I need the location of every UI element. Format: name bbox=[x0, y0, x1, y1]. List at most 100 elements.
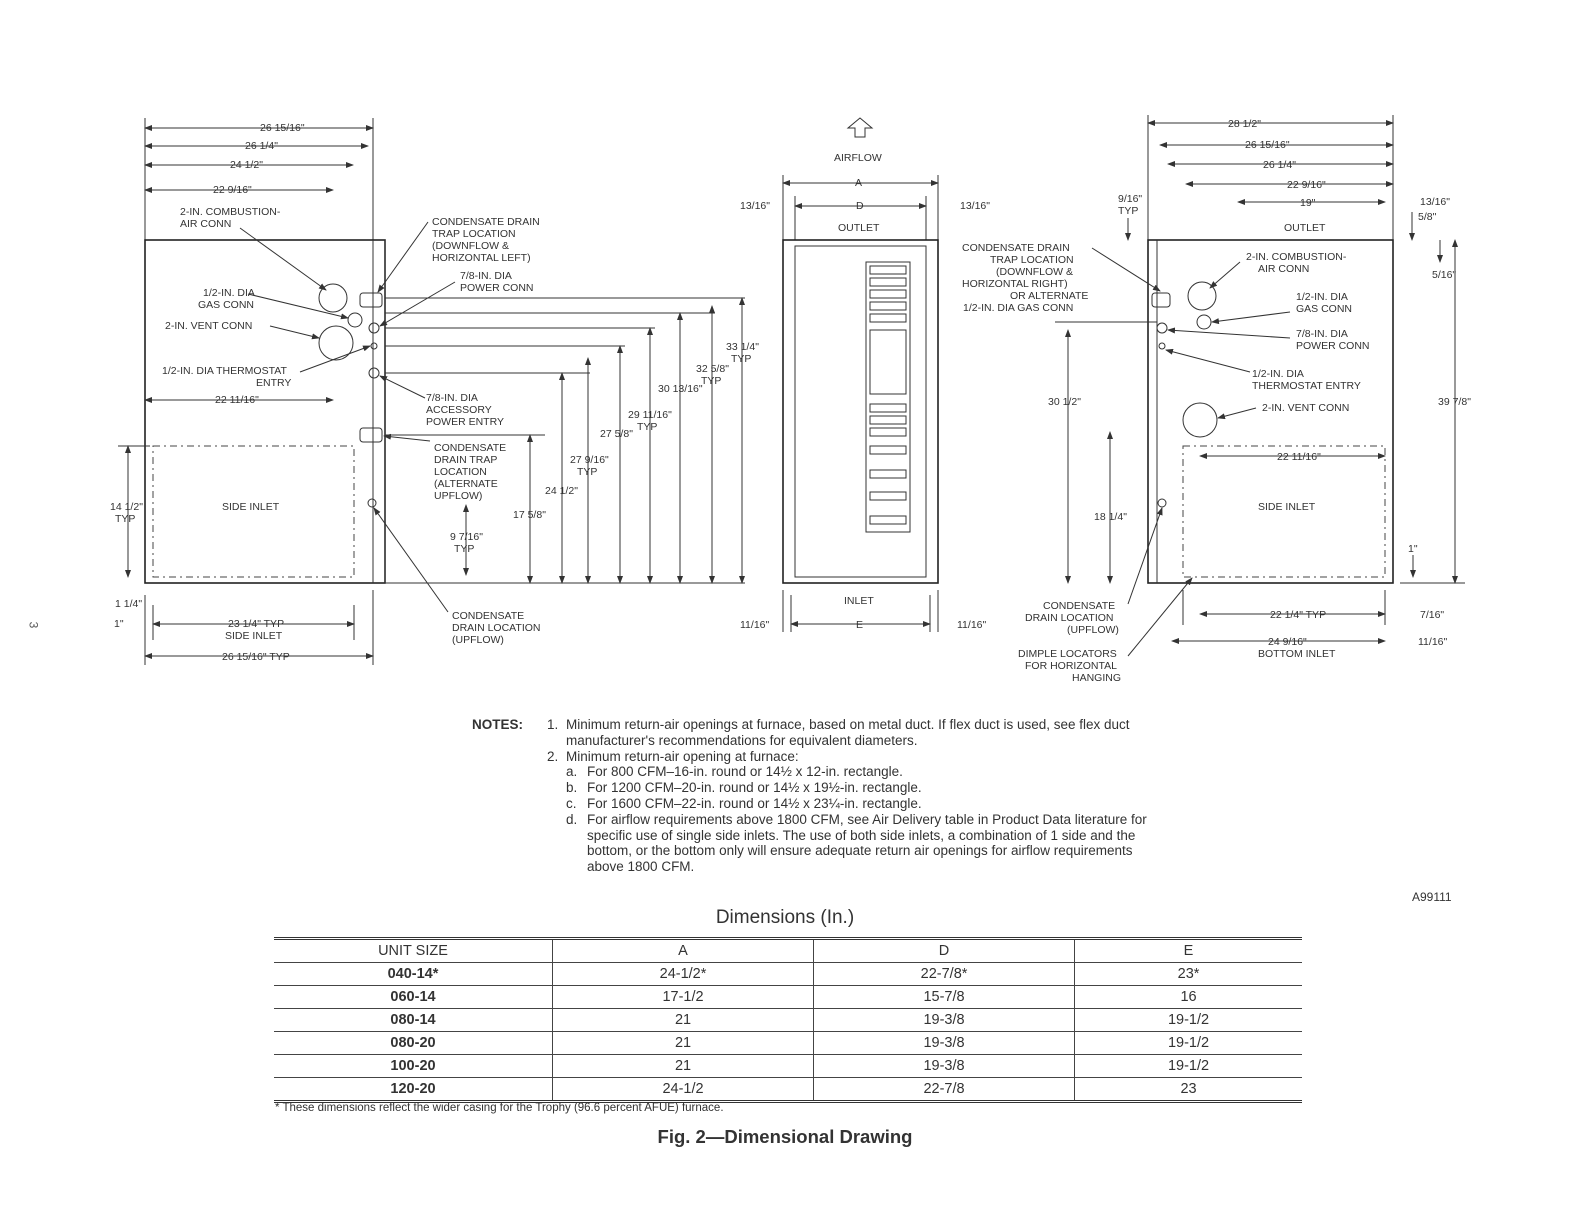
table-row: 060-14 17-1/2 15-7/8 16 bbox=[274, 985, 1302, 1009]
right-vent-label: 2-IN. VENT CONN bbox=[1262, 402, 1349, 414]
left-accessory-label-3: POWER ENTRY bbox=[426, 416, 504, 428]
left-dim-1: 1" bbox=[114, 618, 124, 630]
right-dimple-label-3: HANGING bbox=[1072, 672, 1121, 684]
right-thermostat-label-2: THERMOSTAT ENTRY bbox=[1252, 380, 1361, 392]
right-bottom-inlet-label: BOTTOM INLET bbox=[1258, 648, 1336, 660]
figure-caption: Fig. 2—Dimensional Drawing bbox=[657, 1126, 913, 1147]
left-trapalt-label-4: (ALTERNATE bbox=[434, 478, 498, 490]
cell-e: 23 bbox=[1074, 1077, 1302, 1103]
left-power-label-1: 7/8-IN. DIA bbox=[460, 270, 512, 282]
left-dim-1-1-4: 1 1/4" bbox=[115, 598, 142, 610]
right-trap-label-6: 1/2-IN. DIA GAS CONN bbox=[963, 302, 1073, 314]
right-dim-26-15-16: 26 15/16" bbox=[1245, 139, 1290, 151]
cell-unit-size: 040-14* bbox=[274, 962, 553, 986]
cell-e: 19-1/2 bbox=[1074, 1031, 1302, 1055]
left-height-27-5-8: 27 5/8" bbox=[600, 428, 633, 440]
right-dim-30-1-2: 30 1/2" bbox=[1048, 396, 1081, 408]
airflow-label: AIRFLOW bbox=[834, 152, 882, 164]
table-row: 120-20 24-1/2 22-7/8 23 bbox=[274, 1077, 1302, 1103]
right-dim-22-9-16: 22 9/16" bbox=[1287, 179, 1326, 191]
note-2b-text: For 1200 CFM–20-in. round or 14½ x 19½-i… bbox=[587, 780, 922, 796]
right-dim-39-7-8: 39 7/8" bbox=[1438, 396, 1471, 408]
left-height-30-13-16: 30 13/16" bbox=[658, 383, 703, 395]
cell-a: 21 bbox=[551, 1008, 814, 1032]
note-1-text: Minimum return-air openings at furnace, … bbox=[566, 717, 1130, 748]
cell-e: 16 bbox=[1074, 985, 1302, 1009]
notes-body: 1.Minimum return-air openings at furnace… bbox=[547, 717, 1167, 875]
note-2c-letter: c. bbox=[566, 795, 577, 811]
left-thermostat-label-1: 1/2-IN. DIA THERMOSTAT bbox=[162, 365, 287, 377]
right-dimple-label-2: FOR HORIZONTAL bbox=[1025, 660, 1117, 672]
right-trap-label-4: HORIZONTAL RIGHT) bbox=[962, 278, 1068, 290]
right-dim-7-16: 7/16" bbox=[1420, 609, 1444, 621]
note-2d-letter: d. bbox=[566, 811, 578, 827]
front-dim-e: E bbox=[856, 619, 863, 631]
dimensions-table: UNIT SIZE A D E 040-14* 24-1/2* 22-7/8* … bbox=[274, 937, 1302, 1103]
left-combustion-label-2: AIR CONN bbox=[180, 218, 231, 230]
front-margin-top-left: 13/16" bbox=[740, 200, 770, 212]
right-gas-label-1: 1/2-IN. DIA bbox=[1296, 291, 1348, 303]
front-margin-bottom-right: 11/16" bbox=[957, 619, 986, 631]
right-dim-22-1-4-typ: 22 1/4" TYP bbox=[1270, 609, 1326, 621]
dimensions-title: Dimensions (In.) bbox=[715, 907, 855, 928]
right-margin-5-8: 5/8" bbox=[1418, 211, 1437, 223]
front-view: AIRFLOW A D 13/16" 13/16" OUTLET bbox=[740, 117, 990, 632]
note-2-number: 2. bbox=[547, 748, 559, 764]
note-2: 2. Minimum return-air opening at furnace: bbox=[547, 749, 1167, 765]
right-dim-11-16: 11/16" bbox=[1418, 636, 1447, 648]
right-dim-18-1-4: 18 1/4" bbox=[1094, 511, 1127, 523]
dimensional-drawing: 26 15/16" 26 1/4" 24 1/2" 22 9/16" 2-IN.… bbox=[110, 115, 1471, 684]
cell-a: 24-1/2* bbox=[551, 962, 814, 986]
left-height-29-typ: TYP bbox=[637, 421, 657, 433]
left-drain-label-2: DRAIN LOCATION bbox=[452, 622, 540, 634]
left-side-inlet-width-label: SIDE INLET bbox=[225, 630, 283, 642]
note-2-text: Minimum return-air opening at furnace: bbox=[566, 748, 799, 764]
right-power-label-2: POWER CONN bbox=[1296, 340, 1370, 352]
right-margin-5-16: 5/16" bbox=[1432, 269, 1456, 281]
left-trapalt-label-1: CONDENSATE bbox=[434, 442, 506, 454]
cell-unit-size: 080-14 bbox=[274, 1008, 553, 1032]
page-number: 3 bbox=[26, 621, 41, 629]
table-row: 100-20 21 19-3/8 19-1/2 bbox=[274, 1054, 1302, 1078]
right-combustion-label-1: 2-IN. COMBUSTION- bbox=[1246, 251, 1347, 263]
left-power-label-2: POWER CONN bbox=[460, 282, 534, 294]
header-d: D bbox=[813, 937, 1075, 963]
left-drain-label-3: (UPFLOW) bbox=[452, 634, 504, 646]
right-outlet-label: OUTLET bbox=[1284, 222, 1326, 234]
left-height-17-5-8: 17 5/8" bbox=[513, 509, 546, 521]
cell-d: 22-7/8* bbox=[813, 962, 1075, 986]
left-vent-label: 2-IN. VENT CONN bbox=[165, 320, 252, 332]
cell-d: 15-7/8 bbox=[813, 985, 1075, 1009]
left-trapalt-label-3: LOCATION bbox=[434, 466, 487, 478]
left-height-14: 14 1/2" bbox=[110, 501, 143, 513]
left-gas-label-2: GAS CONN bbox=[198, 299, 254, 311]
left-dim-26-15-16: 26 15/16" bbox=[260, 122, 305, 134]
left-trap-label-1: CONDENSATE DRAIN bbox=[432, 216, 540, 228]
cell-e: 19-1/2 bbox=[1074, 1008, 1302, 1032]
table-row: 080-14 21 19-3/8 19-1/2 bbox=[274, 1008, 1302, 1032]
note-2d-text: For airflow requirements above 1800 CFM,… bbox=[587, 811, 1147, 875]
left-height-33-typ: TYP bbox=[731, 353, 751, 365]
right-typ-9-16-typ: TYP bbox=[1118, 205, 1138, 217]
note-1: 1.Minimum return-air openings at furnace… bbox=[547, 717, 1167, 749]
left-trapalt-label-5: UPFLOW) bbox=[434, 490, 482, 502]
right-dimple-label-1: DIMPLE LOCATORS bbox=[1018, 648, 1117, 660]
right-dim-28-1-2: 28 1/2" bbox=[1228, 118, 1261, 130]
right-dim-19: 19" bbox=[1300, 197, 1316, 209]
right-thermostat-label-1: 1/2-IN. DIA bbox=[1252, 368, 1304, 380]
right-drain-label-2: DRAIN LOCATION bbox=[1025, 612, 1113, 624]
table-header-row: UNIT SIZE A D E bbox=[274, 937, 1302, 963]
front-panel-slots bbox=[869, 265, 907, 525]
left-height-29-11-16: 29 11/16" bbox=[628, 409, 672, 421]
front-margin-top-right: 13/16" bbox=[960, 200, 990, 212]
header-a: A bbox=[551, 937, 814, 963]
airflow-arrow-icon bbox=[846, 117, 874, 138]
left-height-32-typ: TYP bbox=[701, 375, 721, 387]
note-2a-text: For 800 CFM–16-in. round or 14½ x 12-in.… bbox=[587, 764, 903, 780]
right-trap-label-3: (DOWNFLOW & bbox=[996, 266, 1073, 278]
left-trap-label-4: HORIZONTAL LEFT) bbox=[432, 252, 531, 264]
note-2a-letter: a. bbox=[566, 764, 578, 780]
left-accessory-label-2: ACCESSORY bbox=[426, 404, 492, 416]
cell-a: 21 bbox=[551, 1054, 814, 1078]
left-height-33-1-4: 33 1/4" bbox=[726, 341, 759, 353]
